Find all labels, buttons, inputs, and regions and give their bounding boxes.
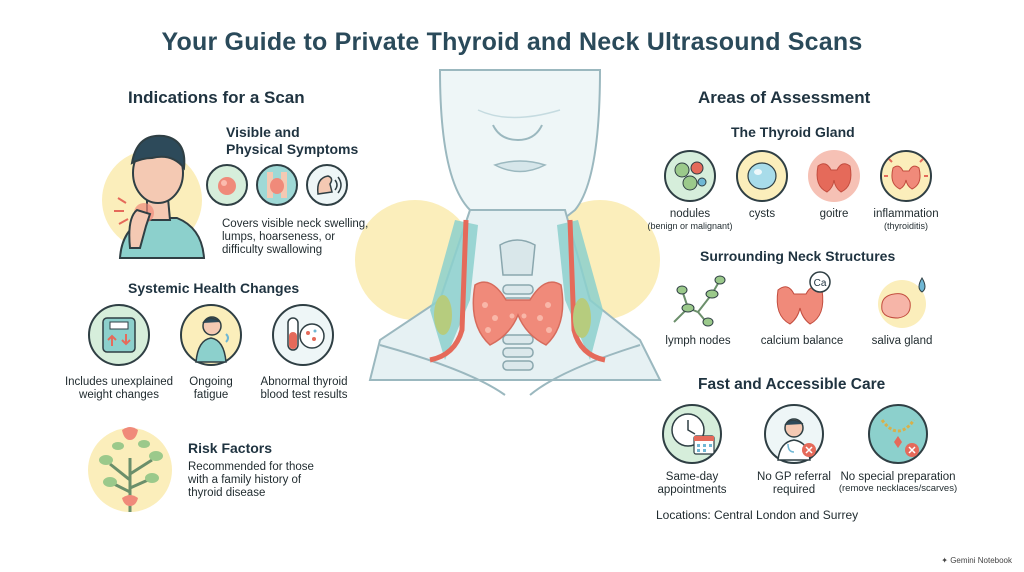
sparkle-icon: ✦: [941, 556, 948, 565]
hoarse-voice-icon: [306, 164, 348, 206]
same-day-label: Same-day appointments: [657, 471, 727, 496]
blood-test-label: Abnormal thyroid blood test results: [260, 376, 348, 401]
cyst-icon: [736, 150, 788, 202]
lymph-nodes-icon: [673, 275, 726, 327]
calcium-balance-label: calcium balance: [760, 335, 844, 347]
saliva-gland-label: saliva gland: [871, 335, 933, 347]
care-heading: Fast and Accessible Care: [698, 376, 886, 393]
nodules-label: nodules (benign or malignant): [647, 208, 733, 231]
neck-lump-icon: [206, 164, 248, 206]
no-referral-label: No GP referral required: [757, 471, 831, 496]
inflammation-label: inflammation (thyroiditis): [873, 208, 939, 231]
doctor-icon: [764, 404, 824, 464]
neck-structures-heading: Surrounding Neck Structures: [700, 248, 896, 264]
visible-symptoms-title: Visible and Physical Symptoms: [226, 124, 359, 157]
lymph-nodes-label: lymph nodes: [665, 335, 731, 347]
indications-heading: Indications for a Scan: [128, 88, 305, 107]
goitre-label: goitre: [819, 208, 849, 220]
scale-icon: [88, 304, 150, 366]
fatigue-icon: [180, 304, 242, 366]
risk-factors-heading: Risk Factors: [188, 440, 273, 456]
areas-heading: Areas of Assessment: [698, 88, 871, 107]
no-preparation-label: No special preparation (remove necklaces…: [838, 471, 958, 494]
fatigue-label: Ongoing fatigue: [189, 376, 233, 401]
systemic-heading: Systemic Health Changes: [128, 280, 300, 296]
inflammation-icon: [880, 150, 932, 202]
clock-calendar-icon: [662, 404, 722, 464]
family-tree-icon: [88, 427, 172, 512]
weight-changes-label: Includes unexplained weight changes: [64, 376, 174, 401]
nodules-icon: [664, 150, 716, 202]
locations-text: Locations: Central London and Surrey: [656, 508, 859, 522]
page-title: Your Guide to Private Thyroid and Neck U…: [161, 28, 863, 56]
saliva-gland-icon: [878, 277, 926, 328]
visible-symptoms-desc: Covers visible neck swelling, lumps, hoa…: [222, 218, 369, 256]
cysts-label: cysts: [748, 208, 776, 220]
thyroid-gland-heading: The Thyroid Gland: [731, 124, 855, 140]
sore-throat-person-icon: [102, 134, 206, 259]
goitre-icon: [808, 150, 860, 202]
parathyroid-icon: Ca: [776, 271, 831, 325]
risk-factors-desc: Recommended for those with a family hist…: [188, 461, 314, 499]
calcium-badge: Ca: [814, 278, 827, 289]
watermark: ✦ Gemini Notebook: [941, 556, 1012, 565]
blood-test-icon: [272, 304, 334, 366]
swollen-neck-icon: [256, 164, 298, 206]
necklace-icon: [868, 404, 928, 464]
